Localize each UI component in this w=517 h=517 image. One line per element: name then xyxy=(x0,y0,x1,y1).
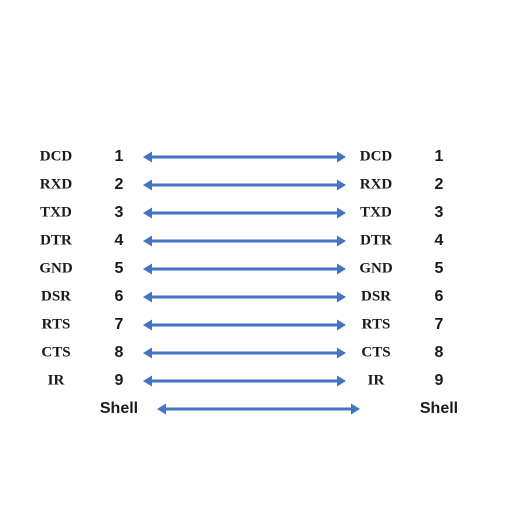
right-pin-number: 7 xyxy=(435,316,444,333)
right-signal-label: CTS xyxy=(361,344,390,360)
connection-arrow xyxy=(143,179,346,191)
connection-arrow xyxy=(143,207,346,219)
right-pin-number: 2 xyxy=(435,176,444,193)
left-shell-label: Shell xyxy=(100,400,138,417)
arrowhead-right xyxy=(351,403,360,415)
right-shell-label: Shell xyxy=(420,400,458,417)
arrowhead-right xyxy=(337,207,346,219)
right-pin-number: 3 xyxy=(435,204,444,221)
arrowhead-left xyxy=(143,319,152,331)
arrowhead-right xyxy=(337,235,346,247)
arrowhead-left xyxy=(143,151,152,163)
right-signal-label: TXD xyxy=(360,204,392,220)
arrowhead-left xyxy=(143,263,152,275)
right-signal-label: RXD xyxy=(360,176,393,192)
arrowhead-right xyxy=(337,291,346,303)
arrowhead-right xyxy=(337,263,346,275)
left-pin-number: 4 xyxy=(115,232,124,249)
shell-connection-arrow xyxy=(157,403,360,415)
arrowhead-left xyxy=(143,375,152,387)
left-signal-label: RTS xyxy=(42,316,71,332)
left-signal-label: DSR xyxy=(41,288,71,304)
left-pin-number: 7 xyxy=(115,316,124,333)
left-signal-label: CTS xyxy=(41,344,70,360)
left-signal-label: IR xyxy=(48,372,65,388)
left-signal-label: TXD xyxy=(40,204,72,220)
right-signal-label: RTS xyxy=(362,316,391,332)
connection-arrow xyxy=(143,263,346,275)
right-pin-number: 1 xyxy=(435,148,444,165)
left-pin-number: 8 xyxy=(115,344,124,361)
left-pin-number: 2 xyxy=(115,176,124,193)
connection-arrow xyxy=(143,151,346,163)
connection-arrow xyxy=(143,375,346,387)
right-signal-label: DTR xyxy=(360,232,392,248)
right-signal-label: DCD xyxy=(360,148,393,164)
right-signal-label: GND xyxy=(359,260,393,276)
arrowhead-right xyxy=(337,151,346,163)
right-pin-number: 4 xyxy=(435,232,444,249)
connection-arrow xyxy=(143,235,346,247)
arrowhead-right xyxy=(337,319,346,331)
right-pin-number: 6 xyxy=(435,288,444,305)
arrowhead-right xyxy=(337,179,346,191)
left-pin-number: 1 xyxy=(115,148,124,165)
connection-arrow xyxy=(143,347,346,359)
arrowhead-left xyxy=(143,347,152,359)
arrowhead-left xyxy=(143,235,152,247)
arrowhead-right xyxy=(337,375,346,387)
left-signal-label: GND xyxy=(39,260,73,276)
right-pin-number: 5 xyxy=(435,260,444,277)
arrowhead-left xyxy=(143,179,152,191)
right-pin-number: 9 xyxy=(435,372,444,389)
left-pin-number: 5 xyxy=(115,260,124,277)
arrowhead-left xyxy=(143,207,152,219)
left-signal-label: RXD xyxy=(40,176,73,192)
left-signal-label: DCD xyxy=(40,148,73,164)
connection-arrow xyxy=(143,319,346,331)
right-pin-number: 8 xyxy=(435,344,444,361)
left-pin-number: 3 xyxy=(115,204,124,221)
arrowhead-left xyxy=(143,291,152,303)
arrowhead-right xyxy=(337,347,346,359)
left-signal-label: DTR xyxy=(40,232,72,248)
connection-arrow xyxy=(143,291,346,303)
arrowhead-left xyxy=(157,403,166,415)
right-signal-label: DSR xyxy=(361,288,391,304)
left-pin-number: 6 xyxy=(115,288,124,305)
left-pin-number: 9 xyxy=(115,372,124,389)
right-signal-label: IR xyxy=(368,372,385,388)
